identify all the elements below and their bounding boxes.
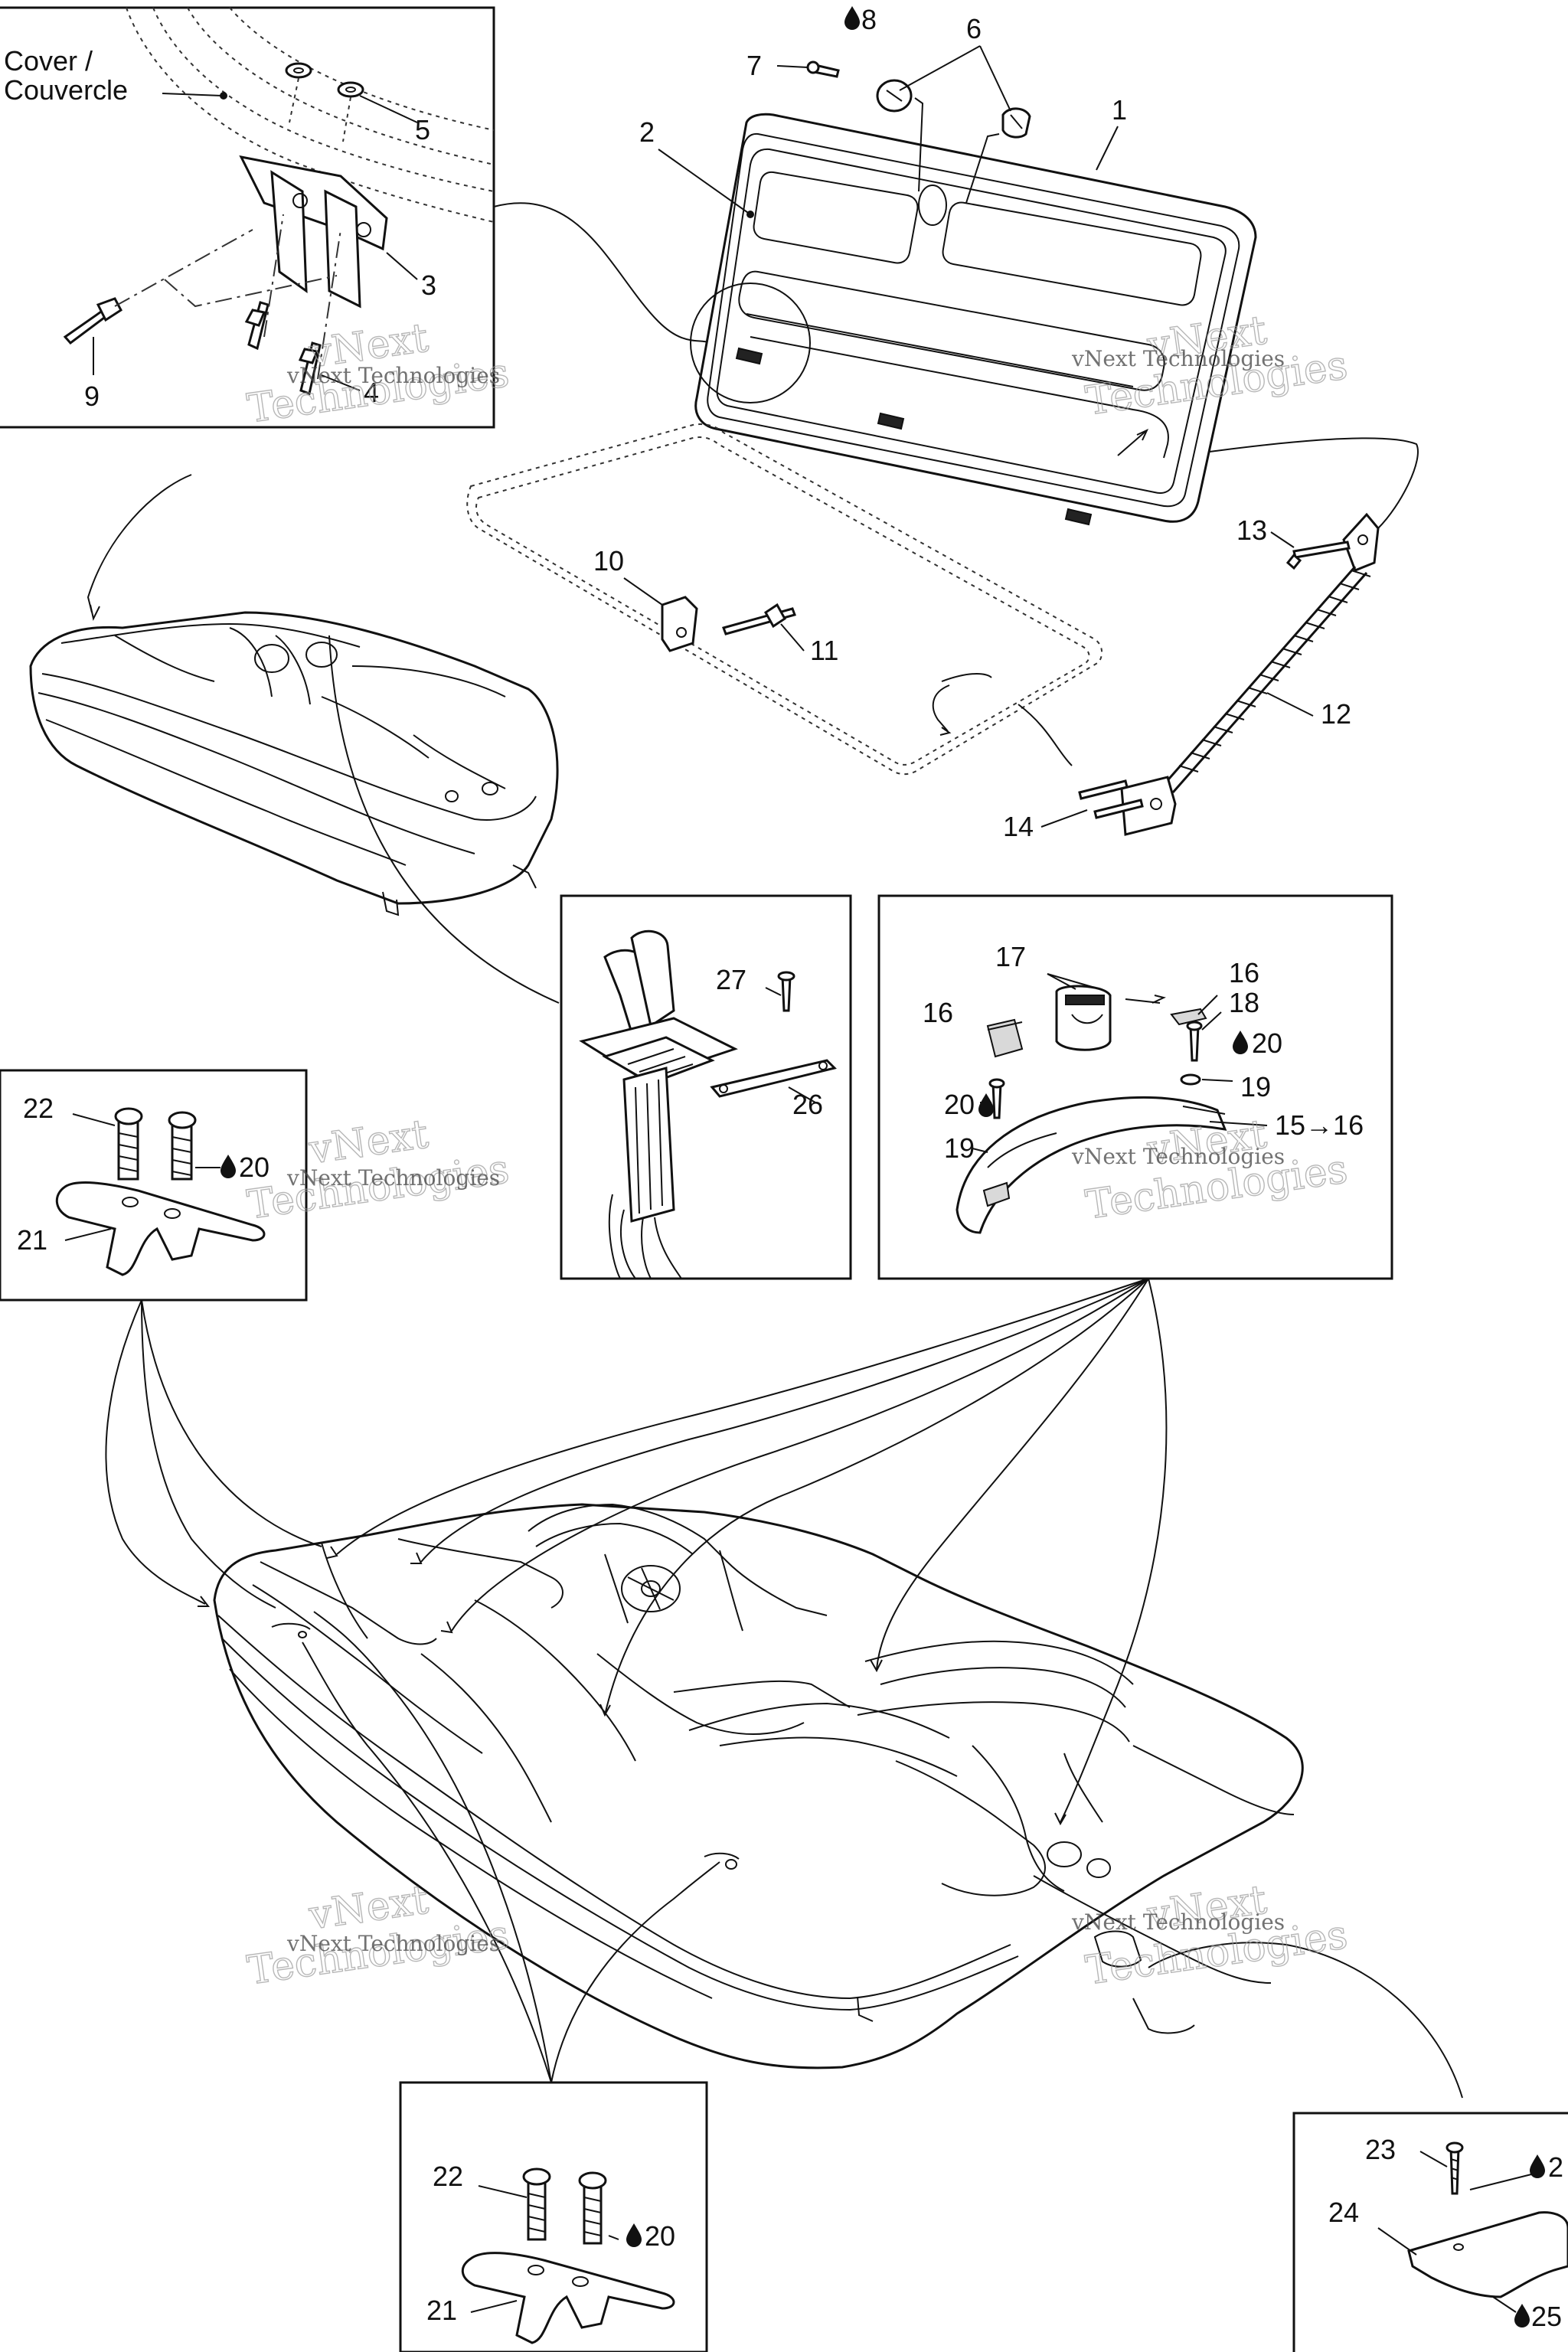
- label-22a: 22: [23, 1093, 54, 1124]
- grab-handle-inset: [877, 894, 1393, 1280]
- tow-eye-inset: [1292, 2112, 1568, 2352]
- label-24: 24: [1328, 2197, 1359, 2228]
- label-20a: 20: [1252, 1027, 1282, 1059]
- label-14: 14: [1003, 811, 1034, 842]
- label-20d: 20: [645, 2220, 675, 2252]
- label-7: 7: [746, 50, 762, 81]
- label-couvercle: Couvercle: [4, 74, 128, 106]
- label-20c: 20: [239, 1152, 270, 1183]
- label-18: 18: [1229, 987, 1259, 1018]
- label-23: 23: [1365, 2134, 1396, 2165]
- boat-overview-small: [29, 474, 560, 1004]
- label-22b: 22: [433, 2161, 463, 2192]
- label-12: 12: [1321, 698, 1351, 730]
- drop-icon: [1530, 2154, 1545, 2178]
- label-21b: 21: [426, 2295, 457, 2326]
- label-2-cut: 2: [1548, 2151, 1563, 2183]
- engine-bay-opening: [466, 423, 1103, 776]
- label-17: 17: [995, 941, 1026, 972]
- callout-curves: [105, 1278, 1463, 2099]
- boat-overview-large: [213, 1503, 1304, 2069]
- label-16a: 16: [1229, 957, 1259, 988]
- watermark-text: vNext Technologies: [286, 1165, 500, 1191]
- label-20b: 20: [944, 1089, 975, 1120]
- label-4: 4: [364, 377, 379, 408]
- label-21a: 21: [17, 1224, 47, 1256]
- label-15-to-16: 15→16: [1275, 1109, 1364, 1141]
- label-10: 10: [593, 545, 624, 577]
- label-1: 1: [1112, 94, 1127, 126]
- drop-icon: [844, 6, 860, 30]
- callout-link-line: [493, 202, 717, 345]
- drop-icon: [1514, 2304, 1530, 2328]
- label-cover: Cover /: [4, 45, 93, 77]
- label-5: 5: [415, 114, 430, 145]
- cleat-inset-left: [0, 1069, 308, 1302]
- part-labels: Cover / Couvercle 5 3 9 4 8 6 7 1 2 13 1…: [4, 4, 1563, 2332]
- watermark-text: vNext Technologies: [1071, 346, 1285, 371]
- cleat-inset-bottom: [399, 2081, 708, 2352]
- label-6: 6: [966, 13, 982, 44]
- label-8: 8: [861, 4, 877, 35]
- label-27: 27: [716, 964, 746, 995]
- cover-hinge-inset: [0, 6, 495, 429]
- watermark-text: vNext Technologies: [286, 1931, 500, 1956]
- label-3: 3: [421, 270, 436, 301]
- label-26: 26: [792, 1089, 823, 1120]
- label-25: 25: [1531, 2301, 1562, 2332]
- engine-cover: [690, 113, 1257, 526]
- label-19a: 19: [1240, 1071, 1271, 1102]
- label-19b: 19: [944, 1132, 975, 1164]
- latch-10: [661, 596, 796, 652]
- label-13: 13: [1236, 514, 1267, 546]
- label-2: 2: [639, 116, 655, 148]
- watermark-text: vNext Technologies: [1071, 1909, 1285, 1935]
- label-16b: 16: [923, 997, 953, 1028]
- watermark-text: vNext Technologies: [286, 363, 500, 388]
- label-9: 9: [84, 381, 100, 412]
- gas-spring-12: [1018, 437, 1419, 836]
- throttle-control-inset: [560, 894, 852, 1280]
- watermark-text: vNext Technologies: [1071, 1144, 1285, 1169]
- label-11: 11: [810, 635, 838, 666]
